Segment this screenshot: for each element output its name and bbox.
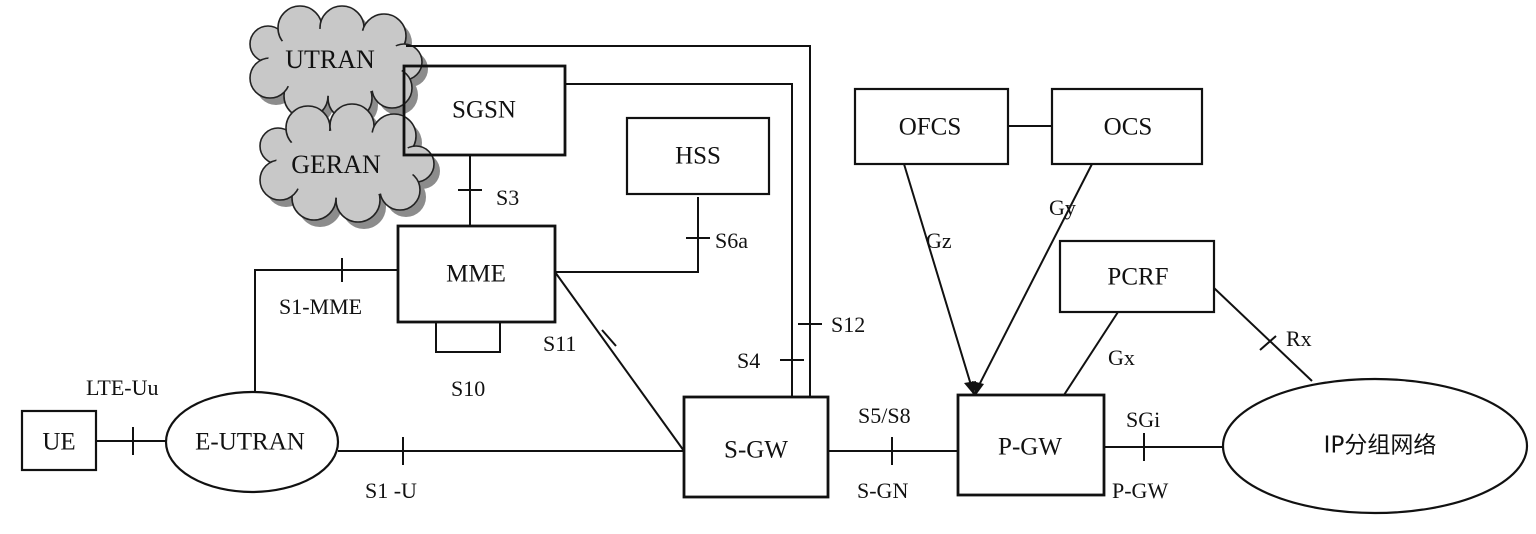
sgi-label: SGi [1126, 407, 1161, 432]
s5-s8-label: S5/S8 [858, 403, 911, 428]
pcrf-label: PCRF [1107, 263, 1169, 291]
rx-label: Rx [1286, 326, 1312, 351]
s4-label: S4 [737, 348, 761, 373]
sgw-label: S-GW [724, 436, 788, 464]
arrowheads [964, 381, 984, 395]
s1-u-label: S1 -U [365, 478, 417, 503]
eutran-label: E-UTRAN [195, 428, 305, 456]
interface-ticks [132, 189, 1277, 465]
s3-label: S3 [496, 185, 520, 210]
lte-uu-label: LTE-Uu [86, 375, 159, 400]
pcrf-box [1058, 239, 1216, 314]
pgw-label: P-GW [998, 433, 1062, 461]
s11-label: S11 [543, 331, 577, 356]
sgsn-label: SGSN [452, 96, 516, 124]
s6a-label: S6a [715, 228, 748, 253]
ip-network-ellipse [1221, 377, 1529, 515]
s-gn-label: S-GN [857, 478, 909, 503]
gz-label: Gz [926, 228, 952, 253]
pgw-box [956, 393, 1106, 497]
s12-label: S12 [831, 312, 866, 337]
sgw-box [682, 395, 830, 499]
pgw-iface-label: P-GW [1112, 478, 1169, 503]
s1-mme-label: S1-MME [279, 294, 363, 319]
ocs-box [1050, 87, 1204, 166]
hss-box [625, 116, 771, 196]
hss-label: HSS [675, 142, 721, 170]
ue-label: UE [42, 428, 76, 456]
utran-label: UTRAN [285, 45, 375, 74]
eutran-ellipse [164, 390, 340, 494]
gx-label: Gx [1108, 345, 1135, 370]
s10-label: S10 [451, 376, 486, 401]
geran-label: GERAN [291, 150, 381, 179]
ip-network-label: IP分组网络 [1323, 432, 1437, 459]
connections [96, 45, 1313, 452]
sgsn-box [402, 64, 567, 157]
ofcs-box [853, 87, 1010, 166]
mme-label: MME [446, 260, 506, 288]
ocs-label: OCS [1103, 113, 1153, 141]
mme-box [396, 224, 557, 324]
ofcs-label: OFCS [898, 113, 962, 141]
ue-box [20, 409, 98, 472]
gy-label: Gy [1049, 195, 1076, 220]
